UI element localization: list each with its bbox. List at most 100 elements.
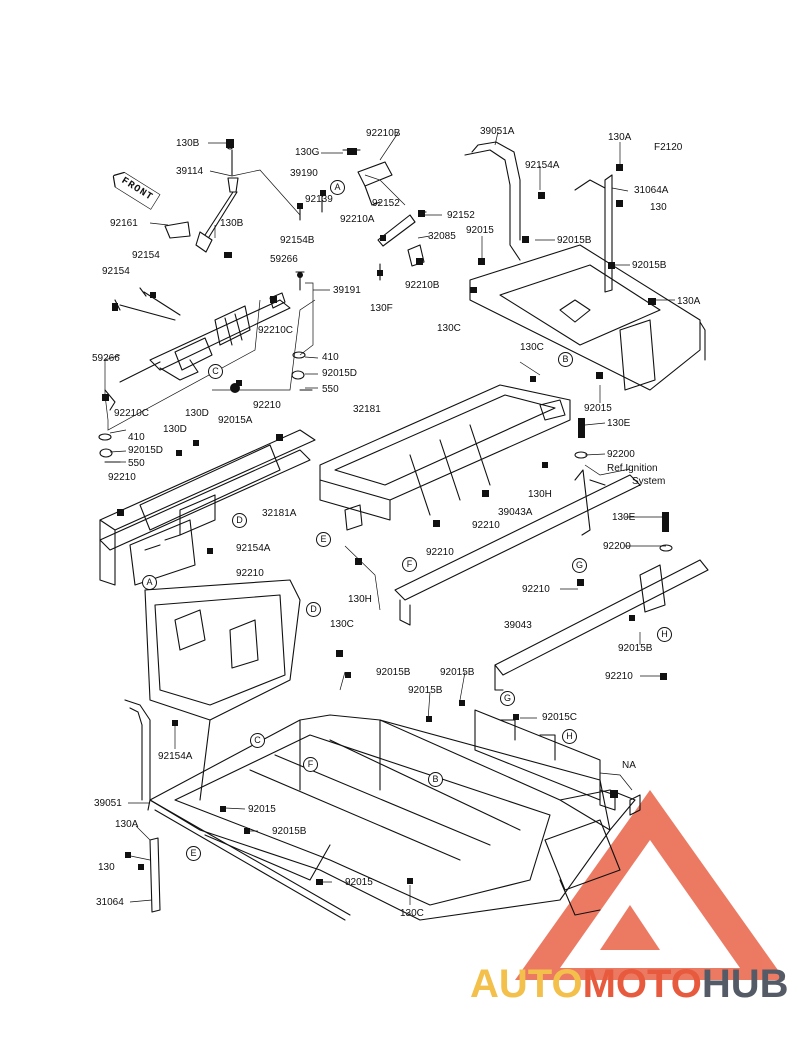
callout-a: A	[330, 180, 345, 195]
callout-e: E	[316, 532, 331, 547]
leader-lines	[104, 131, 675, 905]
part-label: 92015	[466, 225, 494, 236]
part-label: 39051	[94, 798, 122, 809]
part-label: 130C	[330, 619, 354, 630]
callout-c: C	[250, 733, 265, 748]
part-label: 92015A	[218, 415, 253, 426]
part-label: 92015B	[376, 667, 411, 678]
part-label: NA	[622, 760, 636, 771]
part-label: 92154B	[280, 235, 315, 246]
part-label: 92210	[605, 671, 633, 682]
part-label: 92015B	[272, 826, 307, 837]
part-label: 92152	[447, 210, 475, 221]
part-label: 39043	[504, 620, 532, 631]
part-label: 32181	[353, 404, 381, 415]
part-label: 92210	[108, 472, 136, 483]
tie-rods	[104, 271, 305, 411]
callout-h: H	[562, 729, 577, 744]
part-label: 130F	[370, 303, 393, 314]
part-label: 92210B	[366, 128, 401, 139]
callout-d: D	[306, 602, 321, 617]
part-label: 92200	[603, 541, 631, 552]
part-label: 39191	[333, 285, 361, 296]
front-arrow-tag: FRONT	[108, 168, 161, 210]
part-label: 92210	[426, 547, 454, 558]
watermark-triangle	[515, 790, 785, 980]
part-label: 92015	[345, 877, 373, 888]
part-label: 92154A	[158, 751, 193, 762]
part-label: 130	[650, 202, 667, 213]
part-label: 59266	[92, 353, 120, 364]
part-label: 92015C	[542, 712, 578, 723]
part-label: 130H	[348, 594, 372, 605]
bracket-92161	[164, 221, 191, 239]
part-label: 92015	[584, 403, 612, 414]
part-label: 92154A	[236, 543, 271, 554]
part-label: 92210C	[114, 408, 150, 419]
steering-rack	[119, 292, 291, 383]
part-label: 92210A	[340, 214, 375, 225]
side-rail-39043a	[394, 469, 641, 626]
part-label: 130B	[176, 138, 200, 149]
part-label: 550	[128, 458, 145, 469]
callout-g: G	[500, 691, 515, 706]
part-label: 130D	[163, 424, 187, 435]
part-label: 92015B	[557, 235, 592, 246]
part-label: 92210	[253, 400, 281, 411]
part-label: 92015D	[128, 445, 164, 456]
steering-shaft	[195, 142, 239, 253]
part-label: 39114	[176, 166, 204, 177]
part-label: 92161	[110, 218, 138, 229]
callout-d: D	[232, 513, 247, 528]
watermark-part3: HUB	[701, 962, 789, 1006]
front-frame-32181a	[99, 429, 316, 586]
watermark-part1: AUTO	[470, 962, 583, 1006]
figure-code: F2120	[654, 142, 683, 153]
part-label: 31064	[96, 897, 124, 908]
part-label: 550	[322, 384, 339, 395]
part-label: 39190	[290, 168, 318, 179]
part-label: 130C	[520, 342, 544, 353]
part-label: 92015B	[440, 667, 475, 678]
part-label: 130	[98, 862, 115, 873]
part-label: 92015	[248, 804, 276, 815]
seat-frame-32181	[319, 384, 571, 531]
part-label: 130A	[608, 132, 632, 143]
part-label: 130A	[677, 296, 701, 307]
callout-c: C	[208, 364, 223, 379]
callout-e: E	[186, 846, 201, 861]
part-label: 130B	[220, 218, 244, 229]
part-label: 92154	[102, 266, 130, 277]
part-label: 92015B	[408, 685, 443, 696]
part-label: 39043A	[498, 507, 533, 518]
part-label: 92154A	[525, 160, 560, 171]
part-label: 92210C	[258, 325, 294, 336]
part-label: 130C	[437, 323, 461, 334]
ref-note-line1: Ref.Ignition	[607, 463, 658, 474]
callout-f: F	[402, 557, 417, 572]
part-label: 130E	[612, 512, 636, 523]
rear-rollbar-39051	[124, 699, 351, 921]
watermark: AUTOMOTOHUB	[470, 962, 789, 1007]
part-label: 130E	[607, 418, 631, 429]
part-label: 59266	[270, 254, 298, 265]
part-label: 130C	[400, 908, 424, 919]
part-label: 130G	[295, 147, 320, 158]
part-label: 92210	[236, 568, 264, 579]
side-rail-39043	[494, 559, 709, 691]
part-label: 32181A	[262, 508, 297, 519]
part-label: 92210	[522, 584, 550, 595]
part-label: 92015B	[632, 260, 667, 271]
part-label: 92154	[132, 250, 160, 261]
callout-a: A	[142, 575, 157, 590]
part-label: 130A	[115, 819, 139, 830]
part-label: 92200	[607, 449, 635, 460]
part-label: 32085	[428, 231, 456, 242]
fasteners	[102, 139, 673, 885]
part-label: 92139	[305, 194, 333, 205]
watermark-part2: MOTO	[582, 962, 702, 1006]
callout-g: G	[572, 558, 587, 573]
main-frame	[144, 579, 641, 921]
callout-b: B	[558, 352, 573, 367]
